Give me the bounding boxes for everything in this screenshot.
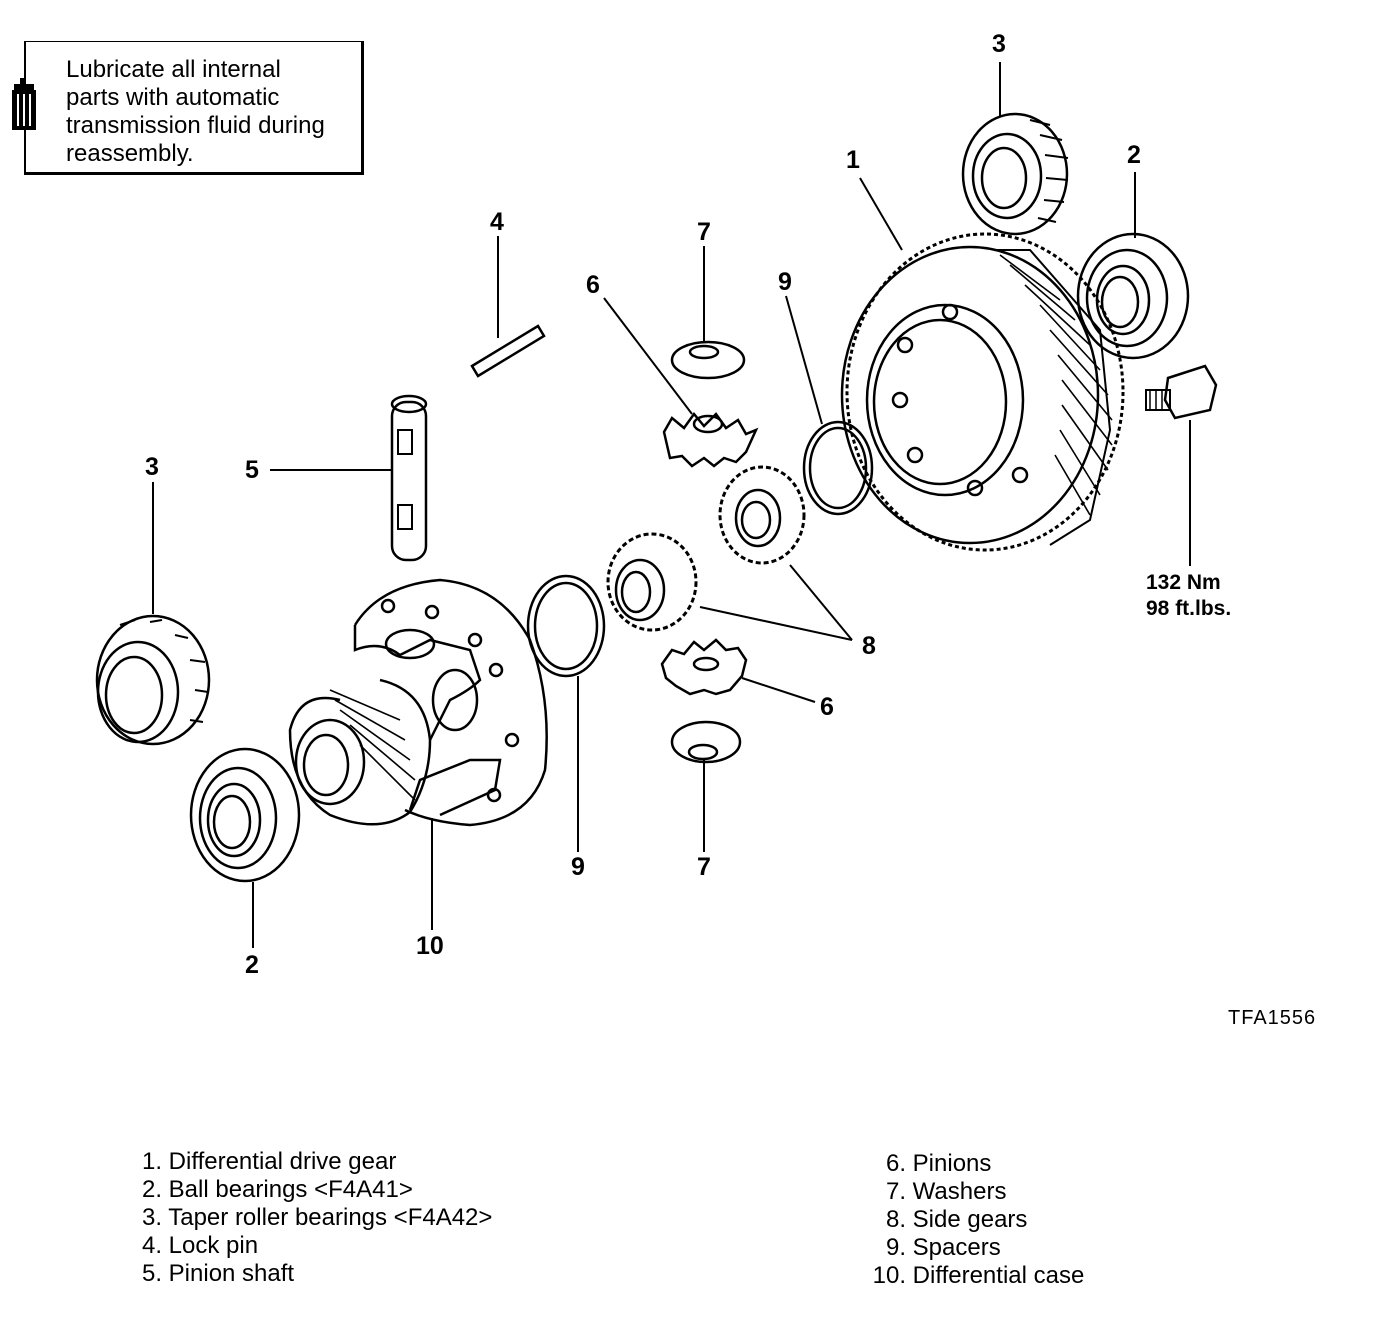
callout-6-top: 6 xyxy=(586,271,600,299)
ball-bearing-top xyxy=(1076,232,1190,360)
oil-can-icon xyxy=(12,78,36,130)
callout-7-bottom: 7 xyxy=(697,853,711,881)
parts-legend-left: 1. Differential drive gear 2. Ball beari… xyxy=(134,1148,492,1288)
pinion-gear-top xyxy=(662,411,759,468)
callout-1: 1 xyxy=(846,146,860,174)
torque-imperial: 98 ft.lbs. xyxy=(1146,597,1232,620)
side-gear-upper xyxy=(718,465,806,565)
note-line-4: reassembly. xyxy=(66,140,194,167)
spacer-ring-bottom xyxy=(526,574,606,678)
note-line-1: Lubricate all internal xyxy=(66,56,281,83)
legend-item: 4. Lock pin xyxy=(141,1232,259,1259)
note-line-2: parts with automatic xyxy=(66,84,280,111)
callout-5: 5 xyxy=(245,456,259,484)
washer-bottom xyxy=(670,720,742,764)
leader-lines xyxy=(152,62,1191,948)
parts-legend-right: 6. Pinions 7. Washers 8. Side gears 9. S… xyxy=(860,1150,1085,1290)
legend-item: 8. Side gears xyxy=(885,1206,1028,1233)
note-line-3: transmission fluid during xyxy=(66,112,325,139)
legend-item: 9. Spacers xyxy=(885,1234,1001,1261)
callout-9-bottom: 9 xyxy=(571,853,585,881)
callout-3-top: 3 xyxy=(992,30,1006,58)
legend-item: 5. Pinion shaft xyxy=(141,1260,295,1287)
differential-drive-gear xyxy=(840,232,1125,552)
callout-8: 8 xyxy=(862,632,876,660)
callout-6-bottom: 6 xyxy=(820,693,834,721)
lock-pin xyxy=(470,324,546,378)
callout-2-bottom: 2 xyxy=(245,951,259,979)
differential-case xyxy=(288,578,548,827)
pinion-gear-bottom xyxy=(660,638,748,696)
pinion-shaft xyxy=(390,394,428,562)
mounting-bolt xyxy=(1145,364,1218,420)
legend-item: 10. Differential case xyxy=(872,1262,1085,1289)
spacer-ring-top xyxy=(802,420,874,516)
callout-7-top: 7 xyxy=(697,218,711,246)
legend-item: 3. Taper roller bearings <F4A42> xyxy=(141,1204,493,1231)
torque-spec: 132 Nm 98 ft.lbs. xyxy=(1146,570,1231,622)
callout-9-top: 9 xyxy=(778,268,792,296)
callout-2-top: 2 xyxy=(1127,141,1141,169)
side-gear-lower xyxy=(606,532,698,632)
legend-item: 6. Pinions xyxy=(885,1150,992,1177)
callout-3-left: 3 xyxy=(145,453,159,481)
taper-roller-bearing-left xyxy=(95,614,211,746)
legend-item: 2. Ball bearings <F4A41> xyxy=(141,1176,413,1203)
legend-item: 1. Differential drive gear xyxy=(141,1148,397,1175)
callout-4: 4 xyxy=(490,208,504,236)
lubrication-note: Lubricate all internal parts with automa… xyxy=(66,56,354,168)
torque-metric: 132 Nm xyxy=(1146,571,1221,594)
figure-code: TFA1556 xyxy=(1228,1007,1317,1029)
callout-10: 10 xyxy=(416,932,444,960)
legend-item: 7. Washers xyxy=(885,1178,1007,1205)
taper-roller-bearing-top xyxy=(961,112,1069,236)
ball-bearing-bottom xyxy=(189,747,301,883)
washer-top xyxy=(670,340,746,380)
